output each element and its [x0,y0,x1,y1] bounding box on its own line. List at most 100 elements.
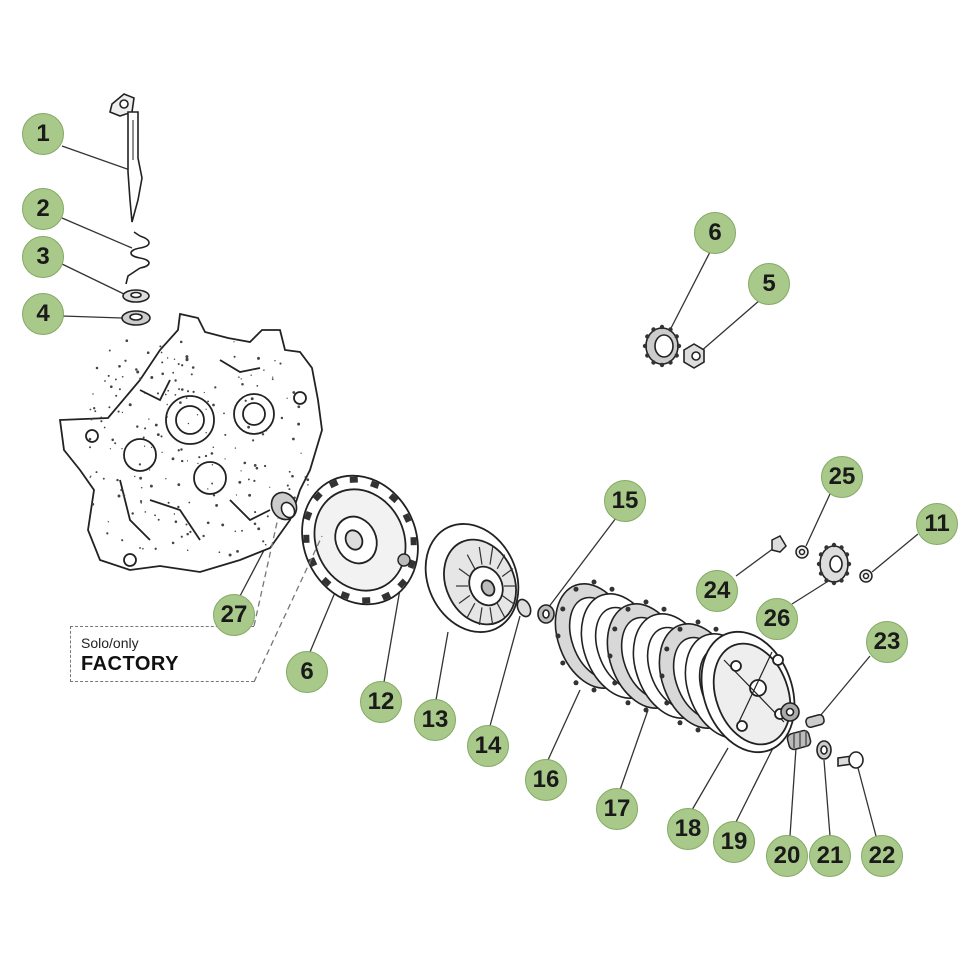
basket-tooth [388,493,399,504]
callout-12[interactable]: 12 [360,681,402,723]
part-19-release-bearing[interactable] [780,702,800,722]
part-2-spring[interactable] [125,231,150,285]
texture-dot [160,351,163,354]
callout-21[interactable]: 21 [809,835,851,877]
leader-c22 [857,767,877,837]
callout-15[interactable]: 15 [604,480,646,522]
texture-dot [128,403,132,407]
callout-19[interactable]: 19 [713,821,755,863]
part-23-small-spring[interactable] [805,713,825,729]
callout-20[interactable]: 20 [766,835,808,877]
texture-dot [203,391,205,394]
texture-dot [140,487,143,489]
part-5-gear-nut[interactable] [683,343,705,369]
hub-rib [501,595,514,604]
texture-dot [205,431,207,434]
texture-dot [150,376,154,379]
texture-dot [198,456,201,459]
callout-27[interactable]: 27 [213,594,255,636]
texture-dot [257,527,261,531]
texture-dot [297,422,301,426]
texture-dot [253,522,257,526]
part-6-drive-gear[interactable] [642,324,682,368]
texture-dot [107,374,110,377]
texture-dot [185,523,188,526]
texture-dot [144,392,146,395]
basket-tooth [303,511,313,521]
texture-dot [190,373,193,376]
part-22-spring-bolt[interactable] [837,751,864,769]
texture-dot [122,494,126,497]
leader-c13 [435,631,449,701]
callout-13[interactable]: 13 [414,699,456,741]
callout-6-lower[interactable]: 6 [286,651,328,693]
basket-tooth [362,597,371,604]
texture-dot [304,476,307,478]
gear-tooth [839,545,844,550]
texture-dot [161,451,163,453]
part-21-spring-washer[interactable] [816,740,832,760]
part-11-circlip[interactable] [859,569,873,583]
callout-1[interactable]: 1 [22,113,64,155]
callout-23[interactable]: 23 [866,621,908,663]
part-1-shift-shaft[interactable] [109,93,143,223]
callout-14[interactable]: 14 [467,725,509,767]
texture-dot [108,349,111,352]
texture-dot [240,378,242,380]
callout-24[interactable]: 24 [696,570,738,612]
texture-dot [167,389,170,392]
part-24-cam-pin[interactable] [771,535,787,553]
part-3-washer[interactable] [122,289,150,303]
note-line-2: FACTORY [81,653,179,675]
texture-dot [297,405,301,409]
part-20-clutch-spring[interactable] [786,729,812,751]
callout-6-upper[interactable]: 6 [694,212,736,254]
part-18-pressure-plate[interactable] [685,619,810,766]
texture-dot [125,339,129,343]
callout-26[interactable]: 26 [756,598,798,640]
callout-17[interactable]: 17 [596,788,638,830]
part-26-pinion-gear[interactable] [816,542,852,586]
gear-tooth [651,327,656,332]
crankcase-texture [88,339,310,557]
part-6-clutch-basket[interactable] [281,457,438,624]
texture-dot [177,483,181,487]
texture-dot [188,501,191,504]
callout-18[interactable]: 18 [667,808,709,850]
gear-tooth [818,552,824,557]
gear-tooth [844,571,850,576]
leader-c24 [735,547,775,577]
part-27-needle-bearing[interactable] [267,488,302,524]
callout-25[interactable]: 25 [821,456,863,498]
part-13-clutch-hub[interactable] [408,509,535,648]
leader-c20 [789,747,797,837]
part-4-seal[interactable] [121,310,151,326]
texture-dot [306,478,310,482]
part-14-tab-washer[interactable] [515,597,533,618]
texture-dot [154,423,158,427]
callout-16[interactable]: 16 [525,759,567,801]
texture-dot [139,377,142,380]
texture-dot [291,474,294,478]
texture-dot [88,437,92,441]
callout-2[interactable]: 2 [22,188,64,230]
texture-dot [95,366,99,370]
part-15-hub-nut[interactable] [537,604,555,624]
callout-22[interactable]: 22 [861,835,903,877]
texture-dot [212,494,216,497]
callout-3[interactable]: 3 [22,236,64,278]
part-25-washer[interactable] [795,545,809,559]
hub-rib [489,546,494,565]
texture-dot [292,391,296,394]
texture-dot [254,511,257,514]
texture-dot [234,447,237,449]
callout-4[interactable]: 4 [22,293,64,335]
callout-5[interactable]: 5 [748,263,790,305]
part-12-basket-rivet[interactable] [397,553,411,567]
texture-dot [238,480,242,484]
texture-dot [90,475,92,477]
hub-rib [496,554,506,570]
note-line-1: Solo/only [81,635,139,651]
gear-tooth [846,561,852,567]
callout-11[interactable]: 11 [916,503,958,545]
